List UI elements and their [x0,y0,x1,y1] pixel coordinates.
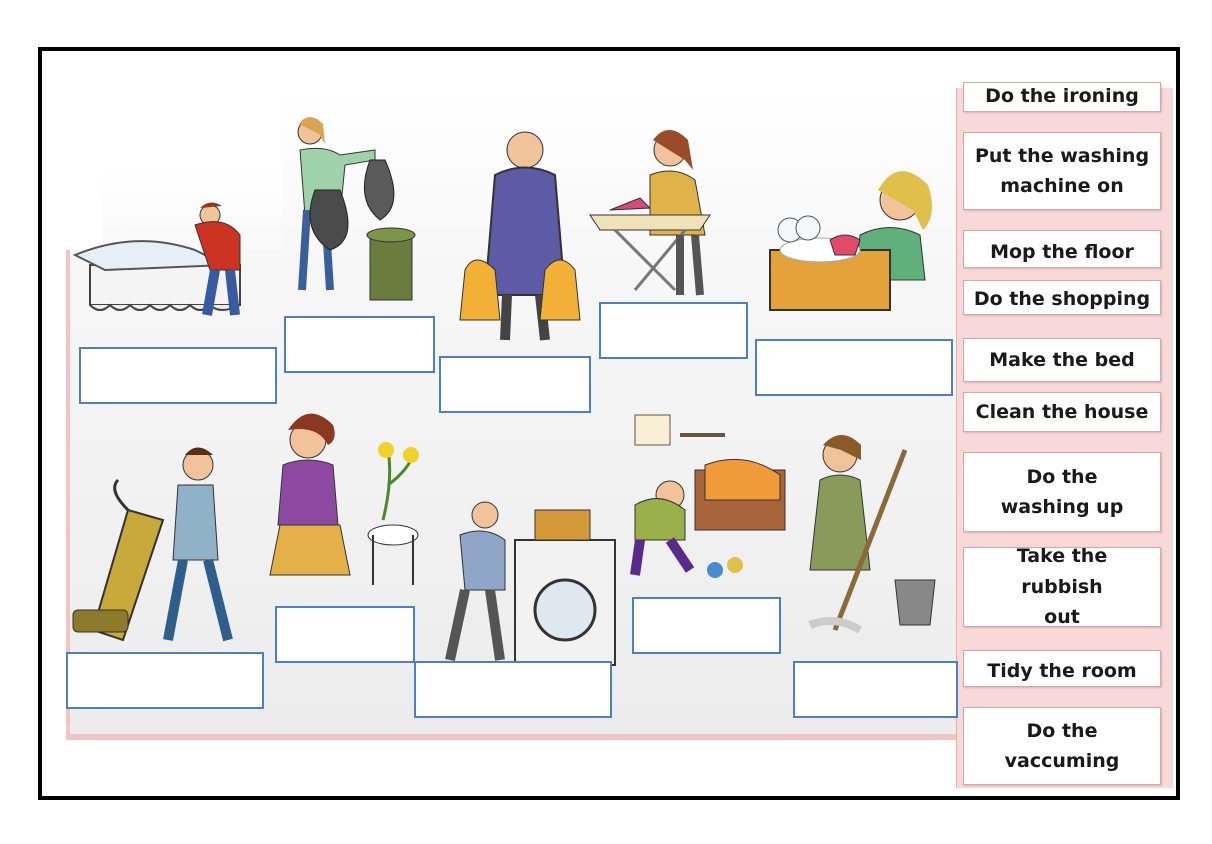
answer-box[interactable] [275,606,415,663]
answer-box[interactable] [632,597,781,654]
rubbish-illustration [297,117,416,301]
cleaning-illustration [269,413,419,585]
answer-box[interactable] [793,661,958,718]
washing-machine-illustration [445,501,616,666]
ironing-illustration [589,130,711,296]
word-card-tidy-room[interactable]: Tidy the room [963,650,1161,687]
word-card-clean-house[interactable]: Clean the house [963,392,1161,432]
answer-box[interactable] [439,356,591,413]
vacuuming-illustration [72,447,233,642]
answer-box[interactable] [599,302,748,359]
make-bed-illustration [72,202,241,316]
shopping-illustration [459,131,581,341]
word-card-shopping[interactable]: Do the shopping [963,280,1161,315]
word-card-mop-floor[interactable]: Mop the floor [963,230,1161,268]
word-card-ironing[interactable]: Do the ironing [963,82,1161,112]
mopping-illustration [808,435,936,634]
word-card-washing-machine[interactable]: Put the washing machine on [963,132,1161,210]
answer-box[interactable] [755,339,953,396]
washing-up-illustration [769,171,932,311]
word-card-vaccuming[interactable]: Do the vaccuming [963,707,1161,785]
answer-box[interactable] [66,652,264,709]
tidy-room-illustration [630,414,786,578]
answer-box[interactable] [79,347,277,404]
word-card-washing-up[interactable]: Do the washing up [963,452,1161,532]
answer-box[interactable] [284,316,435,373]
word-card-rubbish[interactable]: Take the rubbish out [963,547,1161,627]
answer-box[interactable] [414,661,612,718]
word-card-make-bed[interactable]: Make the bed [963,338,1161,382]
